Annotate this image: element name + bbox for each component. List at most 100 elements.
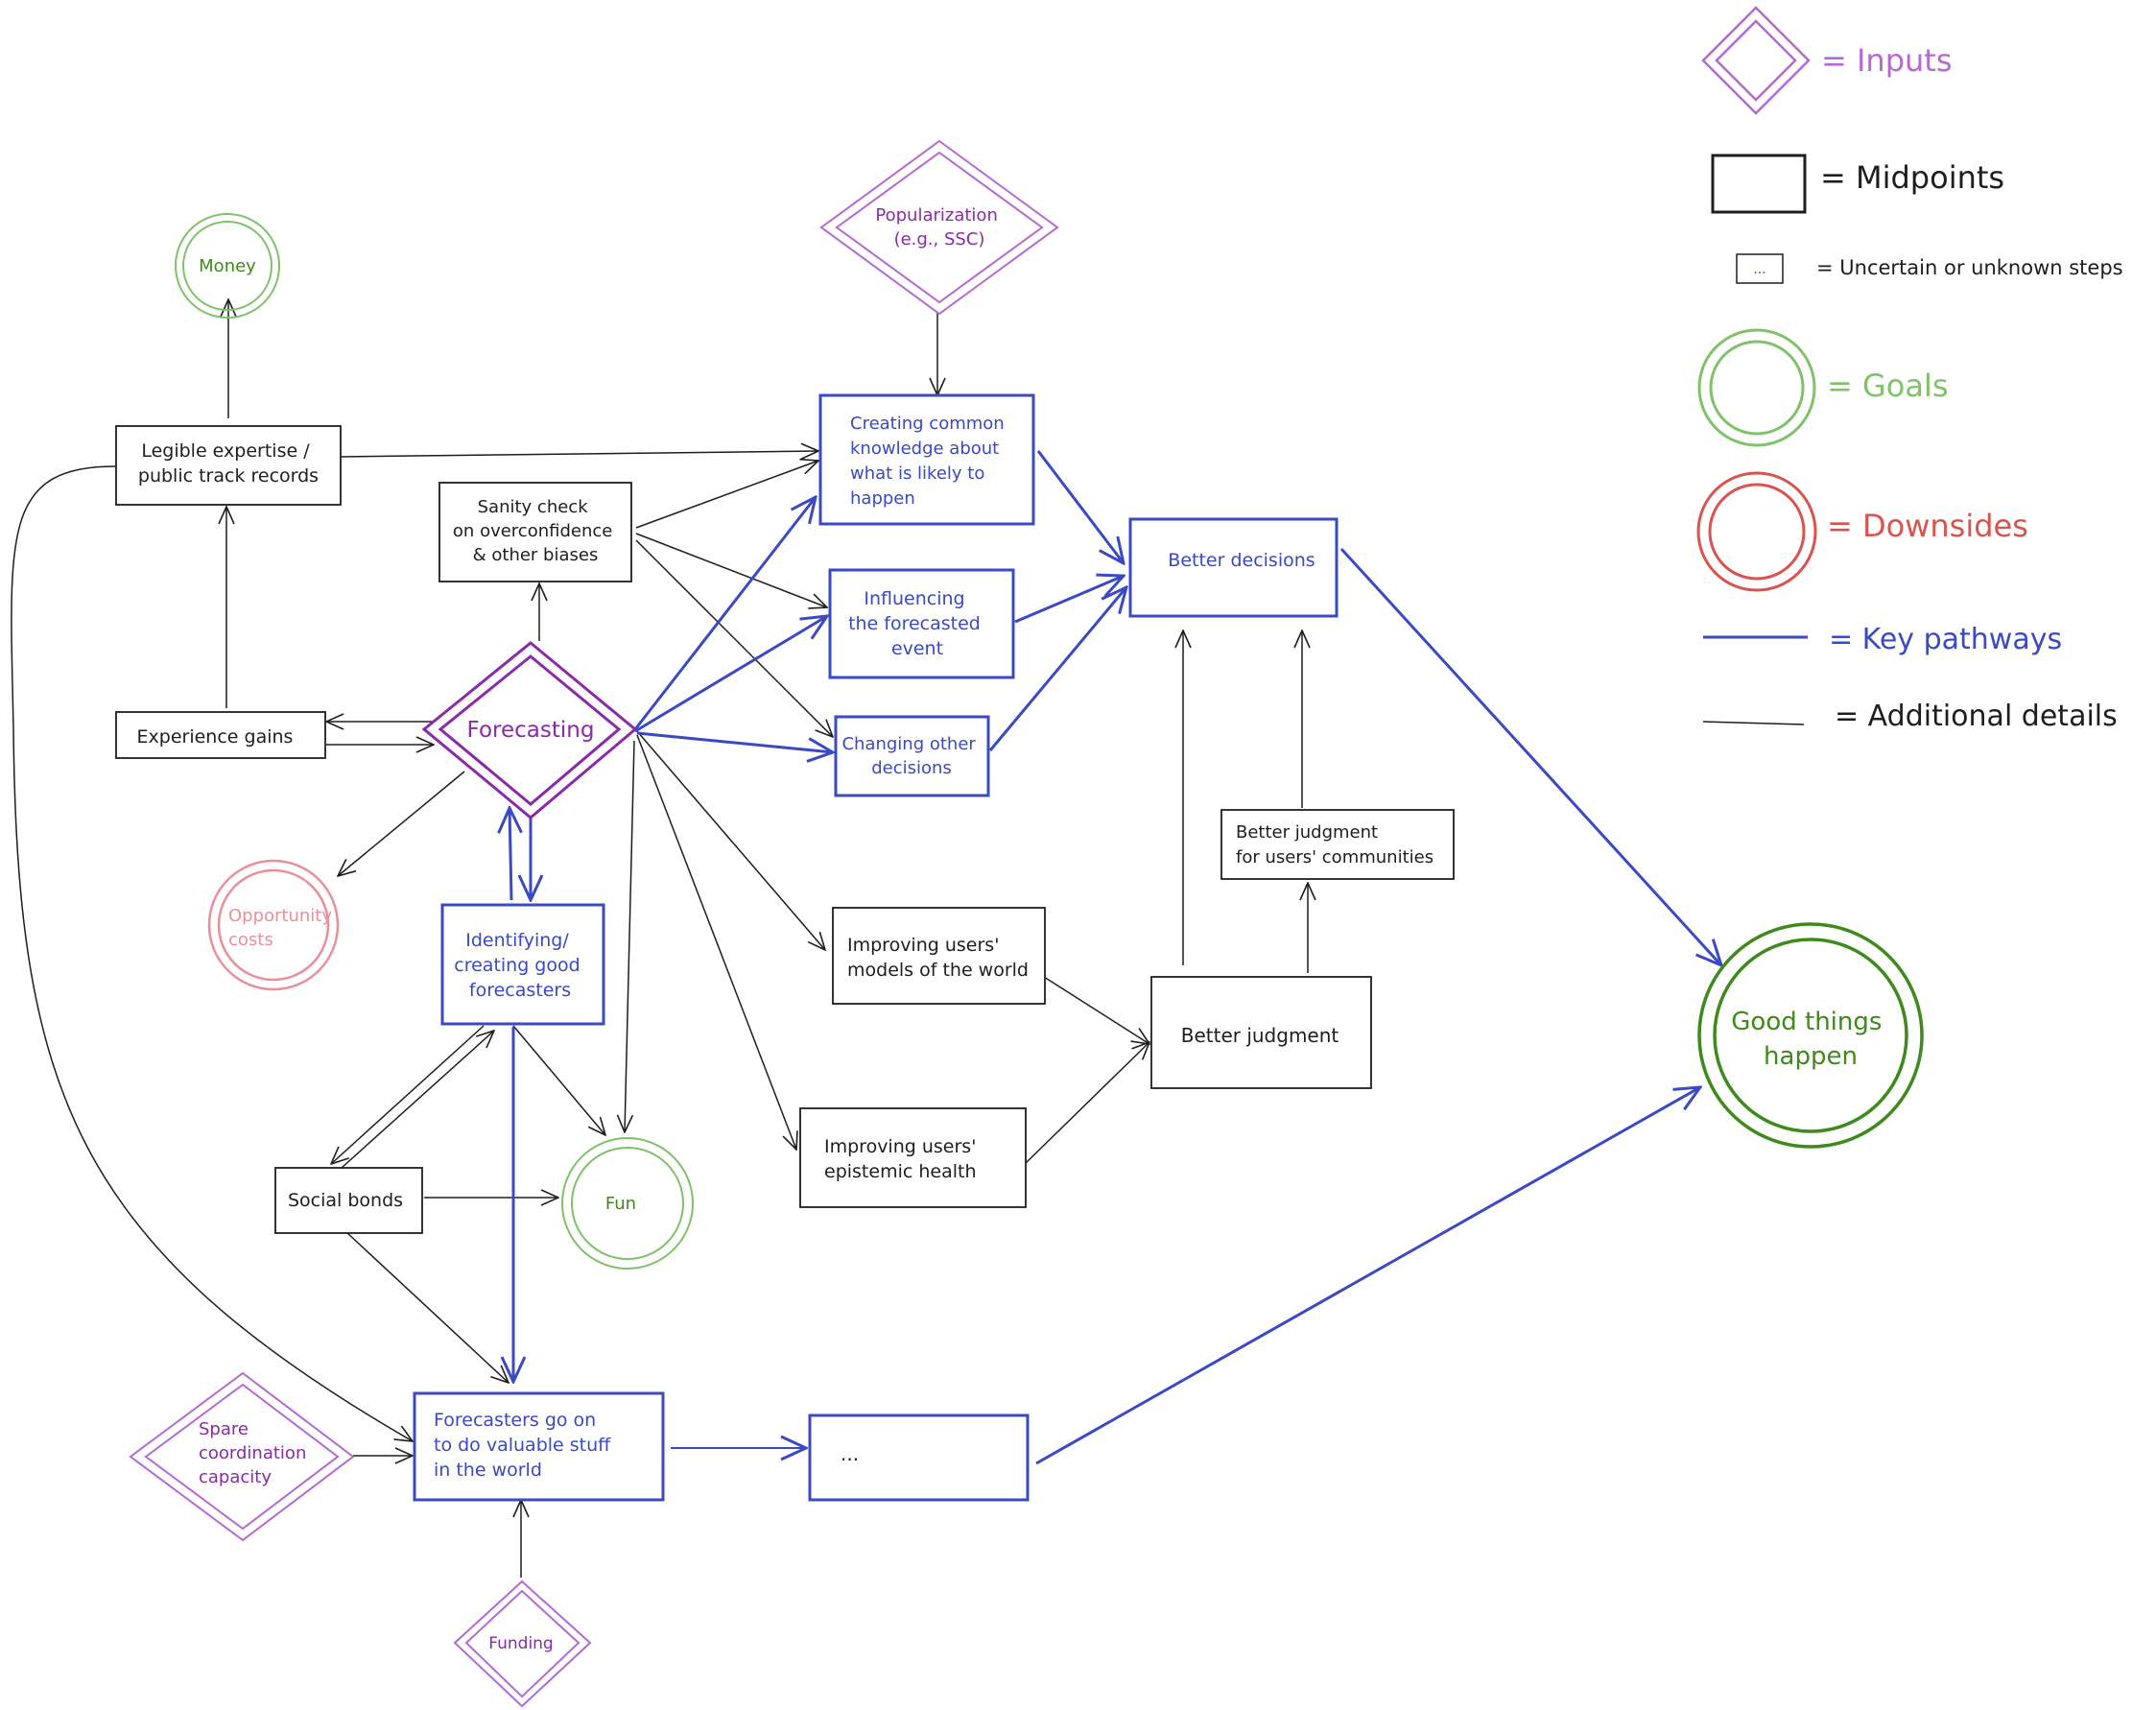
experience-gains-label: Experience gains <box>137 726 294 748</box>
changing-decisions-line-1: Changing other <box>841 734 976 754</box>
arrow-identifying-to-fun <box>512 1025 605 1135</box>
spare-capacity-line-1: Spare <box>199 1419 249 1439</box>
legible-expertise-line-1: Legible expertise / <box>141 440 310 462</box>
forecasters-go-on-line-2: to do valuable stuff <box>434 1435 611 1456</box>
arrow-identifying-to-social-a <box>331 1025 485 1164</box>
communities-line-1: Better judgment <box>1236 822 1378 843</box>
improving-epistemic-line-2: epistemic health <box>824 1161 977 1182</box>
sanity-check-line-1: Sanity check <box>478 497 589 517</box>
identifying-line-1: Identifying/ <box>465 930 569 951</box>
sanity-check-line-2: on overconfidence <box>453 521 612 541</box>
good-things-label: Good things happen <box>1731 1008 1889 1071</box>
key-pathway-connectors <box>509 450 1721 1465</box>
pathway-better-decisions-to-good-things <box>1339 547 1721 965</box>
pathway-changing-decisions-to-better-decisions <box>988 587 1126 751</box>
creating-common-knowledge-box: Creating common knowledge about what is … <box>818 393 1035 526</box>
money-label: Money <box>199 256 256 276</box>
money-goal: Money <box>175 213 280 319</box>
legible-expertise-line-2: public track records <box>138 465 319 487</box>
better-judgment-communities-box: Better judgment for users' communities <box>1220 809 1455 880</box>
identifying-label: Identifying/ creating good forecasters <box>454 930 585 1001</box>
forecasting-label: Forecasting <box>467 718 595 743</box>
identifying-line-2: creating good <box>454 955 580 976</box>
creating-common-line-1: Creating common <box>850 414 1005 434</box>
creating-common-line-3: what is likely to <box>850 463 984 484</box>
legend-uncertain: ... = Uncertain or unknown steps <box>1736 253 2123 284</box>
fun-goal: Fun <box>561 1137 694 1270</box>
spare-capacity-label: Spare coordination capacity <box>199 1419 312 1487</box>
forecasters-go-on-line-1: Forecasters go on <box>434 1410 596 1431</box>
pathway-creating-common-to-better-decisions <box>1036 450 1124 563</box>
influencing-box: Influencing the forecasted event <box>828 568 1015 679</box>
arrow-legible-to-creating-common <box>340 451 818 457</box>
better-judgment-box: Better judgment <box>1150 976 1372 1089</box>
legend-goals-label: = Goals <box>1827 368 1949 404</box>
creating-common-line-4: happen <box>850 488 915 509</box>
unknown-step-box: ... <box>808 1413 1030 1502</box>
improving-models-line-1: Improving users' <box>847 935 999 956</box>
legend-inputs-label: = Inputs <box>1821 42 1953 79</box>
better-decisions-label: Better decisions <box>1168 550 1315 571</box>
social-bonds-box: Social bonds <box>274 1167 423 1234</box>
sanity-check-line-3: & other biases <box>473 545 599 565</box>
identifying-line-3: forecasters <box>469 980 571 1001</box>
pathway-unknown-to-good-things <box>1035 1087 1700 1465</box>
better-judgment-communities-label: Better judgment for users' communities <box>1236 822 1433 867</box>
opportunity-costs-downside: Opportunity costs <box>207 859 340 991</box>
arrow-improving-models-to-better-judgment <box>1043 976 1149 1044</box>
legible-expertise-box: Legible expertise / public track records <box>115 425 342 506</box>
improving-models-label: Improving users' models of the world <box>847 935 1029 981</box>
good-things-line-1: Good things <box>1731 1008 1882 1036</box>
legible-expertise-label: Legible expertise / public track records <box>138 440 319 487</box>
pathway-influencing-to-better-decisions <box>1014 576 1124 624</box>
influencing-line-3: event <box>891 638 943 659</box>
legend-inputs: = Inputs <box>1701 6 1953 115</box>
legend-key-pathways-label: = Key pathways <box>1829 623 2062 656</box>
sanity-check-label: Sanity check on overconfidence & other b… <box>453 497 618 565</box>
creating-common-label: Creating common knowledge about what is … <box>850 414 1009 509</box>
opportunity-costs-label: Opportunity costs <box>228 906 338 950</box>
arrow-forecasting-to-fun <box>625 740 635 1132</box>
changing-decisions-box: Changing other decisions <box>834 715 990 797</box>
influencing-line-2: the forecasted <box>848 613 981 634</box>
changing-decisions-line-2: decisions <box>871 758 952 778</box>
good-things-goal: Good things happen <box>1697 922 1924 1149</box>
arrow-forecasting-to-opportunity <box>338 771 465 876</box>
changing-decisions-label: Changing other decisions <box>841 734 981 778</box>
popularization-label: Popularization (e.g., SSC) <box>875 205 1003 249</box>
legend-midpoints: = Midpoints <box>1711 154 2004 214</box>
popularization-line-1: Popularization <box>875 205 997 226</box>
opportunity-costs-line-1: Opportunity <box>228 906 332 926</box>
good-things-line-2: happen <box>1764 1042 1858 1071</box>
communities-line-2: for users' communities <box>1236 847 1433 867</box>
legend-goals: = Goals <box>1697 328 1949 447</box>
pathway-forecasting-to-creating-common <box>633 497 816 730</box>
arrow-sanity-to-changing-decisions <box>635 539 833 737</box>
detail-connectors <box>11 299 1308 1578</box>
arrow-social-to-identifying-b <box>341 1031 494 1169</box>
improving-models-line-2: models of the world <box>847 960 1029 981</box>
legend-additional-details-label: = Additional details <box>1835 700 2118 733</box>
arrow-legible-curve-to-forecasters-go-on <box>11 465 413 1441</box>
forecasters-go-on-line-3: in the world <box>434 1460 542 1481</box>
legend-midpoints-label: = Midpoints <box>1820 159 2004 196</box>
spare-capacity-line-3: capacity <box>199 1467 272 1487</box>
legend-downsides-label: = Downsides <box>1827 508 2028 544</box>
legend-uncertain-box-label: ... <box>1753 262 1765 277</box>
arrow-social-to-forecasters-go-on <box>345 1231 509 1383</box>
legend-uncertain-label: = Uncertain or unknown steps <box>1816 256 2123 279</box>
forecasters-go-on-box: Forecasters go on to do valuable stuff i… <box>413 1391 665 1502</box>
legend-additional-details: = Additional details <box>1702 700 2118 733</box>
better-decisions-box: Better decisions <box>1128 517 1339 618</box>
funding-input: Funding <box>453 1579 592 1708</box>
legend: = Inputs = Midpoints ... = Uncertain or … <box>1696 6 2123 733</box>
improving-epistemic-line-1: Improving users' <box>824 1136 976 1157</box>
pathway-forecasting-to-changing-decisions <box>636 731 833 752</box>
funding-label: Funding <box>488 1634 553 1653</box>
popularization-input: Popularization (e.g., SSC) <box>819 139 1059 316</box>
arrow-improving-epistemic-to-better-judgment <box>1024 1042 1149 1165</box>
creating-common-line-2: knowledge about <box>850 439 999 459</box>
legend-key-pathways: = Key pathways <box>1703 623 2062 656</box>
legend-downsides: = Downsides <box>1696 471 2028 592</box>
